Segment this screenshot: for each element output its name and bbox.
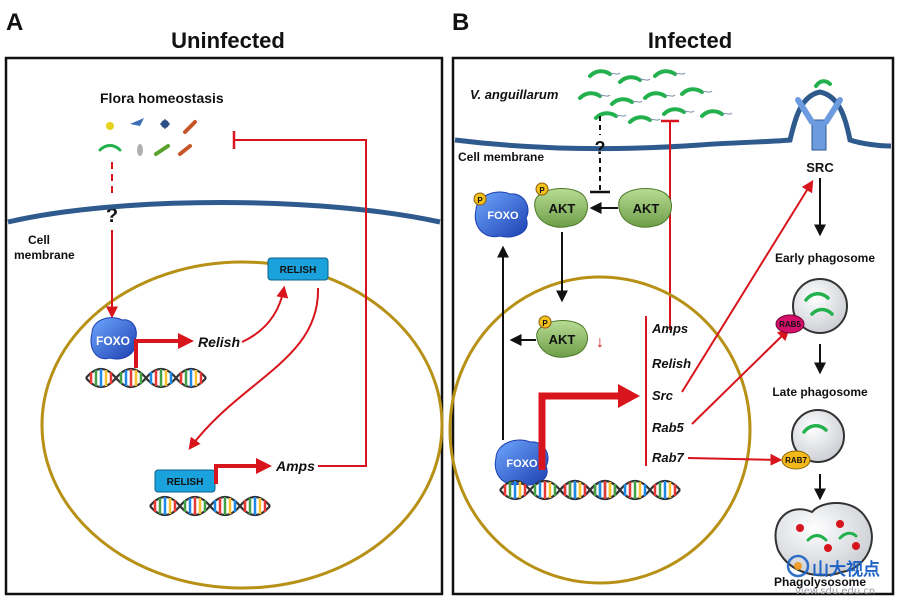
panel-b-frame bbox=[451, 56, 895, 596]
watermark-logo bbox=[786, 554, 810, 578]
gene-transcription-arrowhead-b bbox=[618, 384, 640, 408]
akt-protein-unphosphorylated: AKT bbox=[618, 188, 672, 228]
gene-amps: Amps bbox=[651, 321, 688, 336]
src-protein-label: SRC bbox=[806, 160, 834, 175]
foxo-protein-nuclear: FOXO bbox=[494, 439, 549, 486]
watermark-url: view.sdu.edu.cn bbox=[795, 586, 875, 597]
rab5-label: RAB5 bbox=[779, 320, 801, 329]
akt-phosphate-mark-nuclear: P bbox=[542, 319, 548, 328]
cell-boundary-a bbox=[40, 260, 444, 590]
relish-protein-label-bottom: RELISH bbox=[167, 477, 204, 488]
foxo-protein-a: FOXO bbox=[90, 317, 137, 360]
amps-transcription-arrowhead bbox=[256, 458, 272, 474]
dna-helix-a-bottom bbox=[148, 495, 272, 517]
akt-phospho-protein-top: AKT bbox=[534, 188, 588, 228]
akt-phospho-protein-nuclear: AKT bbox=[536, 320, 588, 358]
relish-translation-arrow bbox=[241, 285, 289, 343]
rab7-protein bbox=[781, 450, 811, 470]
panel-a-title: Uninfected bbox=[171, 28, 285, 53]
cell-membrane-label-line2: membrane bbox=[14, 248, 75, 262]
dna-helix-b-ext bbox=[558, 479, 682, 501]
early-phagosome-bacteria bbox=[804, 292, 834, 316]
late-phagosome-vesicle bbox=[791, 409, 845, 463]
watermark-cn: 山大视点 bbox=[812, 559, 880, 580]
relish-protein-label-top: RELISH bbox=[280, 265, 317, 276]
akt-phospho-label-top: AKT bbox=[549, 201, 576, 216]
gene-rab7: Rab7 bbox=[652, 450, 685, 465]
unknown-signal-question-mark-b: ? bbox=[595, 138, 606, 158]
dna-helix-a-top bbox=[84, 367, 208, 389]
vibrio-bacteria-cluster bbox=[578, 69, 734, 124]
cell-boundary-b bbox=[448, 275, 752, 585]
gene-src: Src bbox=[652, 388, 674, 403]
akt-phosphate-circle-top bbox=[535, 182, 549, 196]
foxo-phospho-protein: FOXO bbox=[474, 191, 529, 238]
phagolysosome-label: Phagolysosome bbox=[774, 575, 866, 589]
akt-label-unphosphorylated: AKT bbox=[633, 201, 660, 216]
pathogen-label: V. anguillarum bbox=[470, 87, 559, 102]
rab7-activation-arrow bbox=[687, 453, 783, 466]
unknown-signal-question-mark: ? bbox=[106, 205, 118, 227]
akt-decrease-arrow: ↓ bbox=[596, 334, 604, 351]
akt-phosphate-circle-nuclear bbox=[538, 315, 552, 329]
cell-membrane-b-label: Cell membrane bbox=[458, 150, 544, 164]
foxo-phosphate-circle bbox=[473, 192, 487, 206]
src-receptor-icon bbox=[795, 79, 843, 151]
relish-transcription-arrowhead bbox=[178, 333, 194, 349]
relish-gene-label: Relish bbox=[198, 334, 240, 350]
rab7-label: RAB7 bbox=[785, 456, 807, 465]
panel-b-title: Infected bbox=[648, 28, 732, 53]
panel-a-frame bbox=[4, 56, 444, 596]
panel-b-letter: B bbox=[452, 9, 469, 36]
gene-rab5: Rab5 bbox=[652, 420, 685, 435]
late-phagosome-label: Late phagosome bbox=[772, 385, 868, 399]
relish-protein-box-top bbox=[267, 257, 329, 281]
rab5-protein bbox=[775, 314, 805, 334]
early-phagosome-label: Early phagosome bbox=[775, 251, 875, 265]
akt-phosphate-mark-top: P bbox=[539, 186, 545, 195]
foxo-label-a: FOXO bbox=[96, 334, 130, 348]
flora-homeostasis-label: Flora homeostasis bbox=[100, 90, 224, 106]
foxo-phospho-label: FOXO bbox=[487, 210, 519, 222]
late-phagosome-bacteria bbox=[802, 424, 828, 434]
early-phagosome-vesicle bbox=[792, 278, 848, 334]
akt-phospho-label-nuclear: AKT bbox=[549, 332, 576, 347]
amps-feedback-inhibition-line bbox=[234, 139, 367, 467]
panel-a-letter: A bbox=[6, 9, 23, 36]
amps-transcription-arrow bbox=[214, 464, 258, 484]
cell-membrane-b bbox=[454, 89, 892, 152]
rab5-activation-arrow bbox=[691, 328, 790, 425]
cell-membrane-a bbox=[7, 200, 441, 225]
foxo-phosphate-mark: P bbox=[477, 196, 483, 205]
amps-gene-label: Amps bbox=[275, 458, 315, 474]
relish-transcription-arrow bbox=[134, 339, 180, 368]
gene-relish: Relish bbox=[652, 356, 691, 371]
cell-membrane-label-line1: Cell bbox=[28, 233, 50, 247]
gene-transcription-arrow-b bbox=[538, 392, 620, 470]
foxo-nuclear-label: FOXO bbox=[506, 458, 538, 470]
relish-nuclear-translocation-arrow bbox=[188, 287, 320, 450]
src-activation-arrow bbox=[681, 179, 814, 393]
flora-microbes-icon bbox=[98, 118, 197, 156]
